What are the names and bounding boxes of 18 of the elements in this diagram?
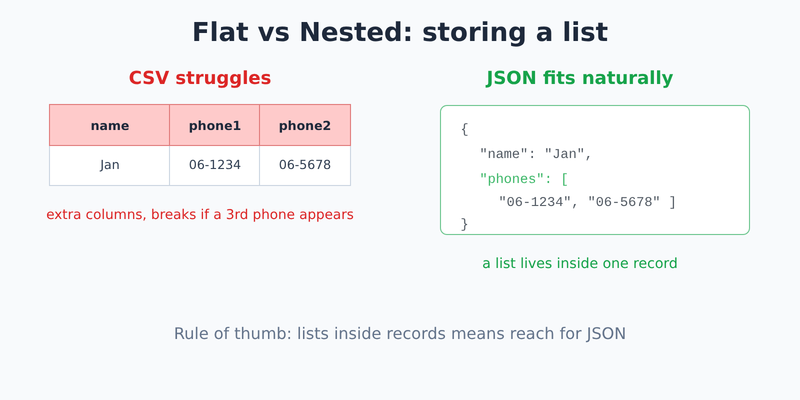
note: a list lives inside one record <box>482 256 678 272</box>
code-line: "phones": [ <box>480 172 569 188</box>
column-header: name <box>49 104 171 146</box>
code-line: { <box>460 122 469 138</box>
code-line: } <box>460 218 469 234</box>
footer-note: Rule of thumb: lists inside records means reach for JSON <box>174 324 626 343</box>
title: Flat vs Nested: storing a list <box>192 18 608 48</box>
code-box <box>440 105 750 235</box>
table-cell: 06-5678 <box>259 144 351 186</box>
table-cell: 06-1234 <box>169 144 261 186</box>
note: extra columns, breaks if a 3rd phone appears <box>46 207 354 223</box>
column-header: phone1 <box>169 104 261 146</box>
section-heading: JSON fits naturally <box>486 68 674 89</box>
code-line: "06-1234", "06-5678" ] <box>498 196 677 212</box>
table-cell: Jan <box>49 144 171 186</box>
column-header: phone2 <box>259 104 351 146</box>
section-heading: CSV struggles <box>128 68 272 89</box>
code-line: "name": "Jan", <box>480 148 593 164</box>
